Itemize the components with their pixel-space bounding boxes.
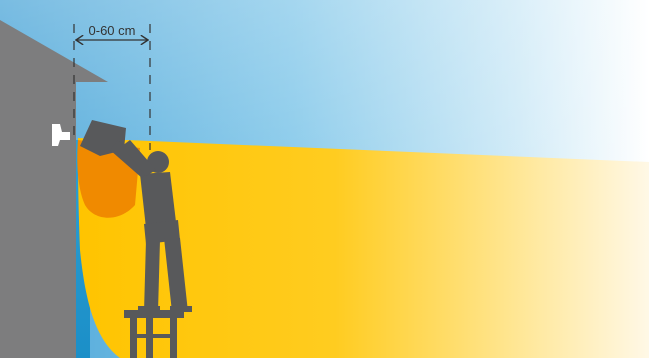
house-wall	[52, 82, 76, 358]
dimension-label: 0-60 cm	[89, 23, 136, 38]
